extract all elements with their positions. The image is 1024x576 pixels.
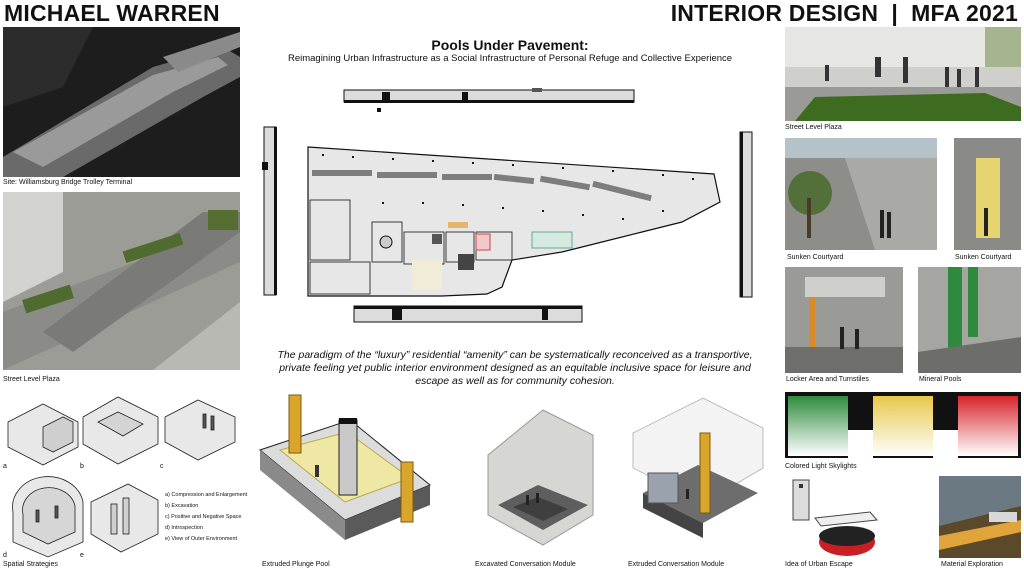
sunken-courtyard-caption-1: Sunken Courtyard [787, 254, 844, 261]
street-plaza-caption-right: Street Level Plaza [785, 124, 842, 131]
spatial-letter-a: a [3, 463, 7, 470]
spatial-letter-e: e [80, 552, 84, 559]
excavated-module-caption: Excavated Conversation Module [475, 561, 576, 568]
urban-escape-caption: Idea of Urban Escape [785, 561, 853, 568]
plunge-pool-caption: Extruded Plunge Pool [262, 561, 330, 568]
locker-area-caption: Locker Area and Turnstiles [786, 376, 869, 383]
project-statement: The paradigm of the “luxury” residential… [277, 349, 753, 387]
plunge-pool-axon-image [255, 390, 435, 555]
strategy-d: d) Introspection [165, 525, 203, 531]
project-title: Pools Under Pavement: [431, 37, 589, 53]
strategy-e: e) View of Outer Environment [165, 536, 238, 542]
sunken-courtyard-caption-2: Sunken Courtyard [955, 254, 1012, 261]
extruded-conversation-caption: Extruded Conversation Module [628, 561, 725, 568]
floor-plan-drawing [262, 82, 762, 337]
spatial-letter-d: d [3, 552, 7, 559]
strategies-list: a) Compression and Enlargement b) Excava… [165, 490, 247, 545]
mineral-pools-render-image [918, 267, 1021, 373]
material-exploration-caption: Material Exploration [941, 561, 1003, 568]
designer-name: MICHAEL WARREN [4, 0, 220, 26]
street-plaza-caption-left: Street Level Plaza [3, 376, 60, 383]
excavated-module-axon-image [478, 405, 608, 555]
street-plaza-aerial-image [3, 192, 240, 370]
site-render-image [3, 27, 240, 177]
street-plaza-render-image [785, 27, 1021, 121]
mineral-pools-caption: Mineral Pools [919, 376, 962, 383]
strategy-a: a) Compression and Enlargement [165, 492, 248, 498]
sunken-courtyard-render-2 [954, 138, 1021, 250]
strategy-b: b) Excavation [165, 503, 199, 509]
skylights-caption: Colored Light Skylights [785, 463, 857, 470]
program-title: INTERIOR DESIGN | MFA 2021 [670, 0, 1018, 26]
spatial-strategies-caption: Spatial Strategies [3, 561, 58, 568]
material-exploration-image [939, 476, 1021, 558]
urban-escape-collage [785, 476, 885, 558]
project-subtitle: Reimagining Urban Infrastructure as a So… [287, 53, 733, 64]
locker-area-render-image [785, 267, 903, 373]
sunken-courtyard-render-1 [785, 138, 937, 250]
spatial-letter-b: b [80, 463, 84, 470]
spatial-letter-c: c [160, 463, 164, 470]
colored-skylights-diagram [785, 392, 1021, 458]
extruded-conversation-axon-image [628, 393, 768, 555]
site-caption: Site: Williamsburg Bridge Trolley Termin… [3, 179, 133, 186]
strategy-c: c) Positive and Negative Space [165, 514, 242, 520]
spatial-strategies-diagram [3, 392, 240, 562]
